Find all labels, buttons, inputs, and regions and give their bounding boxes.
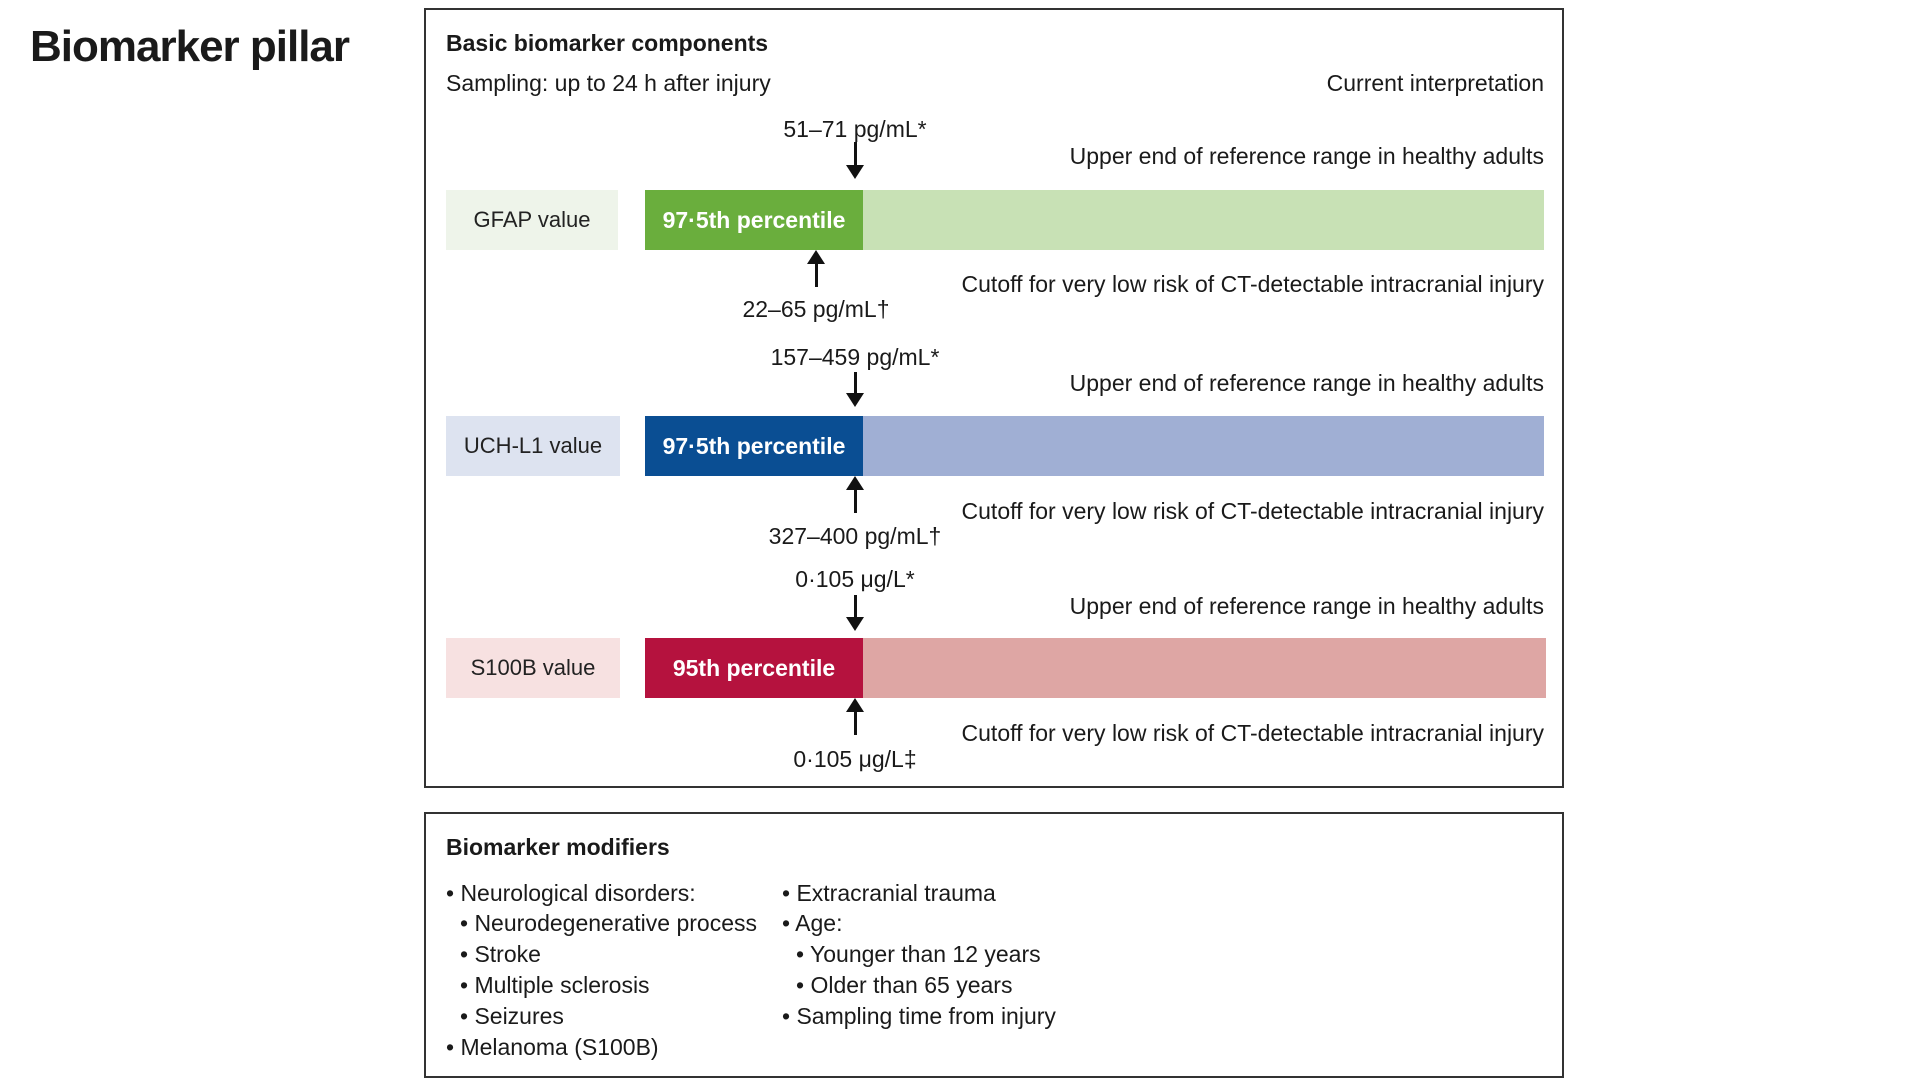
biomarker-label: S100B value: [446, 638, 620, 698]
pillar-title: Biomarker pillar: [30, 22, 350, 71]
interpretation-heading: Current interpretation: [1326, 70, 1544, 96]
list-item: • Older than 65 years: [796, 972, 1013, 998]
upper-reference-description: Upper end of reference range in healthy …: [1069, 370, 1544, 396]
upper-reference-description: Upper end of reference range in healthy …: [1069, 143, 1544, 169]
upper-reference-value: 157–459 pg/mL*: [770, 344, 940, 370]
cutoff-value: 22–65 pg/mL†: [742, 296, 890, 322]
list-item: • Neurological disorders:: [446, 880, 696, 906]
cutoff-description: Cutoff for very low risk of CT-detectabl…: [961, 271, 1544, 297]
upper-reference-value: 51–71 pg/mL*: [783, 116, 927, 142]
list-item: • Younger than 12 years: [796, 941, 1041, 967]
sampling-text: Sampling: up to 24 h after injury: [446, 70, 771, 96]
modifiers-heading: Biomarker modifiers: [446, 834, 670, 860]
list-item: • Neurodegenerative process: [460, 910, 758, 936]
percentile-bar: 97·5th percentile: [645, 416, 863, 476]
interpretation-bar: [863, 638, 1546, 698]
panel-heading: Basic biomarker components: [446, 30, 769, 56]
list-item: • Multiple sclerosis: [460, 972, 650, 998]
list-item: • Stroke: [460, 941, 541, 967]
list-item: • Melanoma (S100B): [446, 1034, 659, 1060]
upper-reference-value: 0·105 μg/L*: [795, 566, 915, 592]
biomarker-label: GFAP value: [446, 190, 618, 250]
interpretation-bar: [863, 416, 1544, 476]
list-item: • Seizures: [460, 1003, 564, 1029]
list-item: • Sampling time from injury: [782, 1003, 1056, 1029]
list-item: • Age:: [782, 910, 843, 936]
cutoff-description: Cutoff for very low risk of CT-detectabl…: [961, 498, 1544, 524]
interpretation-bar: [863, 190, 1544, 250]
cutoff-description: Cutoff for very low risk of CT-detectabl…: [961, 720, 1544, 746]
list-item: • Extracranial trauma: [782, 880, 996, 906]
basic-components-panel: Basic biomarker components Sampling: up …: [424, 8, 1564, 788]
biomarker-modifiers-panel: Biomarker modifiers • Neurological disor…: [424, 812, 1564, 1078]
cutoff-value: 0·105 μg/L‡: [793, 746, 917, 772]
biomarker-label: UCH-L1 value: [446, 416, 620, 476]
percentile-bar: 95th percentile: [645, 638, 863, 698]
percentile-bar: 97·5th percentile: [645, 190, 863, 250]
cutoff-value: 327–400 pg/mL†: [768, 523, 942, 549]
upper-reference-description: Upper end of reference range in healthy …: [1069, 593, 1544, 619]
